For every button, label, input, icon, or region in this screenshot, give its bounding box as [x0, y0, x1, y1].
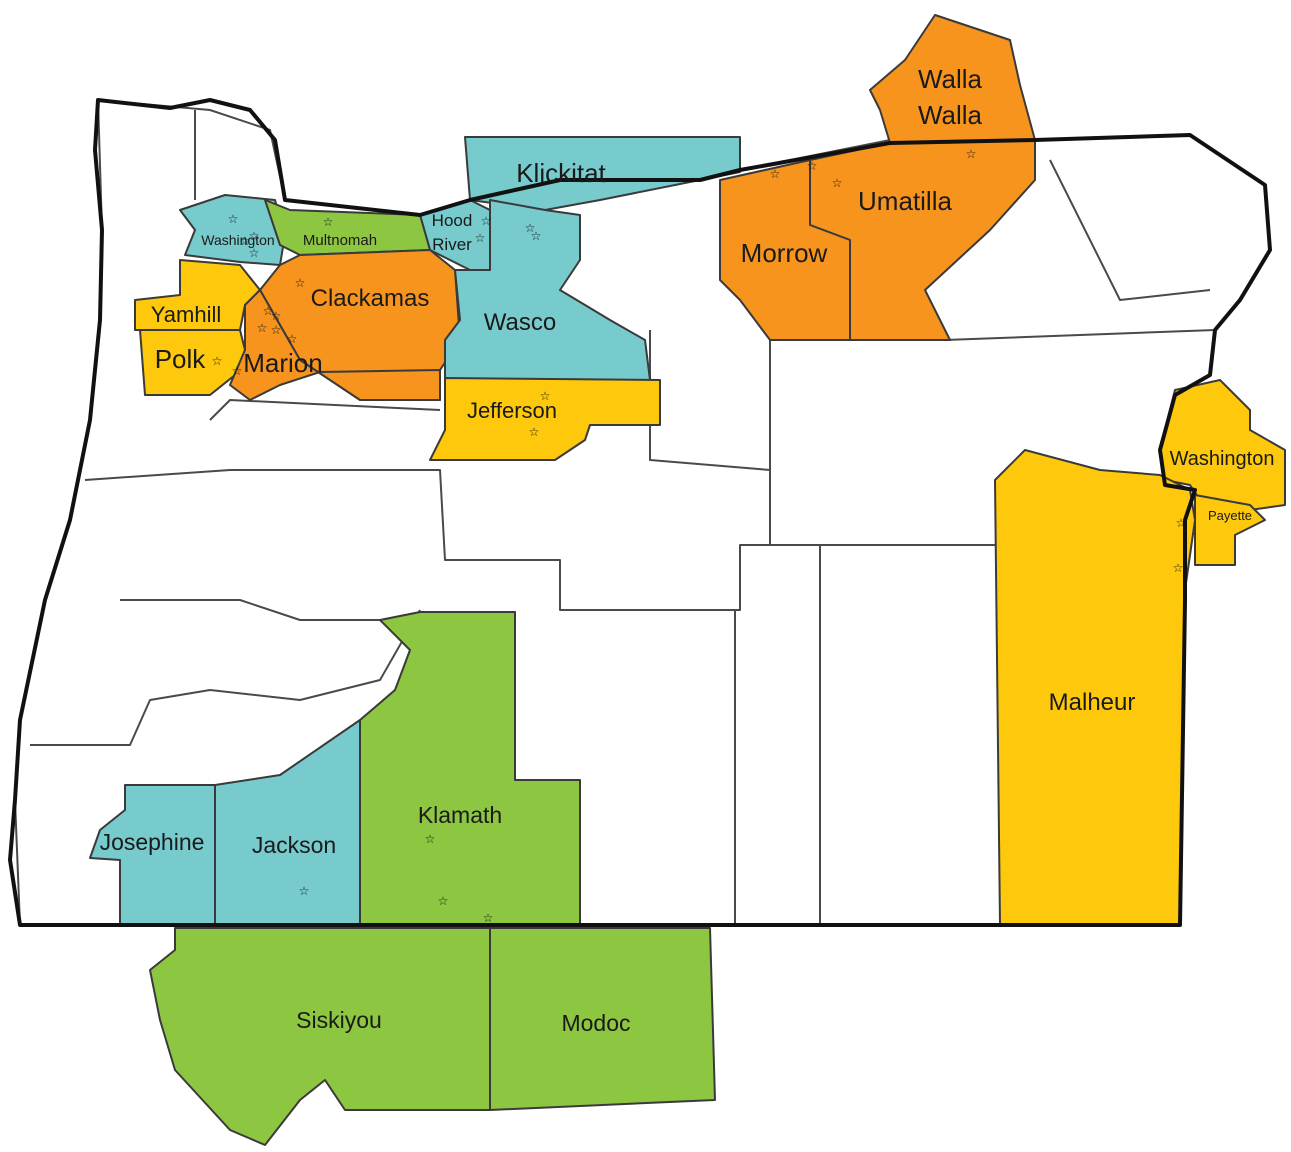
star-icon: ☆: [425, 832, 436, 846]
county-line-3: [944, 329, 1216, 341]
county-wasco[interactable]: [444, 199, 651, 381]
label-hood-river-1: Hood: [432, 211, 473, 230]
star-icon: ☆: [807, 159, 818, 173]
label-payette: Payette: [1208, 508, 1252, 523]
star-icon: ☆: [483, 911, 494, 925]
star-icon: ☆: [832, 176, 843, 190]
star-icon: ☆: [770, 167, 781, 181]
county-line-12: [209, 399, 441, 421]
county-modoc[interactable]: [489, 927, 716, 1111]
star-icon: ☆: [299, 884, 310, 898]
star-icon: ☆: [1173, 561, 1184, 575]
star-icon: ☆: [529, 425, 540, 439]
county-payette[interactable]: [1194, 494, 1266, 566]
markers: ☆ ☆ ☆ ☆ ☆ ☆ ☆ ☆ ☆ ☆ ☆ ☆ ☆ ☆ ☆ ☆ ☆ ☆ ☆ ☆ …: [212, 147, 1187, 925]
star-icon: ☆: [212, 354, 223, 368]
county-siskiyou[interactable]: [149, 927, 491, 1146]
label-multnomah: Multnomah: [303, 232, 377, 249]
county-klickitat[interactable]: [464, 136, 741, 211]
county-labels: Walla Walla Klickitat Umatilla Morrow Ho…: [100, 64, 1275, 1036]
label-yamhill: Yamhill: [151, 302, 222, 327]
star-icon: ☆: [540, 389, 551, 403]
county-line-8: [120, 599, 380, 621]
county-line-7: [30, 609, 421, 746]
star-icon: ☆: [257, 321, 268, 335]
label-josephine: Josephine: [100, 829, 205, 855]
star-icon: ☆: [438, 894, 449, 908]
label-malheur: Malheur: [1049, 689, 1136, 716]
label-hood-river-2: River: [432, 235, 472, 254]
label-siskiyou: Siskiyou: [296, 1007, 382, 1033]
county-morrow[interactable]: [719, 159, 851, 341]
county-line-1: [84, 469, 1000, 611]
star-icon: ☆: [295, 276, 306, 290]
star-icon: ☆: [271, 323, 282, 337]
star-icon: ☆: [263, 304, 274, 318]
star-icon: ☆: [323, 215, 334, 229]
star-icon: ☆: [475, 231, 486, 245]
star-icon: ☆: [249, 229, 260, 243]
county-malheur[interactable]: [994, 449, 1196, 926]
star-icon: ☆: [1176, 516, 1187, 530]
star-icon: ☆: [531, 229, 542, 243]
county-line-10: [1049, 159, 1211, 301]
star-icon: ☆: [228, 212, 239, 226]
star-icon: ☆: [481, 214, 492, 228]
label-washington-or: Washington: [201, 232, 274, 248]
label-klickitat: Klickitat: [516, 158, 606, 188]
colored-counties: [89, 14, 1286, 1146]
label-walla-walla-1: Walla: [918, 64, 983, 94]
label-polk: Polk: [155, 344, 207, 374]
label-walla-walla-2: Walla: [918, 100, 983, 130]
county-marion[interactable]: [229, 289, 441, 401]
county-jefferson[interactable]: [429, 377, 661, 461]
star-icon: ☆: [249, 246, 260, 260]
star-icon: ☆: [271, 309, 282, 323]
star-icon: ☆: [525, 221, 536, 235]
star-icon: ☆: [232, 364, 243, 378]
label-wasco: Wasco: [484, 309, 556, 336]
label-umatilla: Umatilla: [858, 186, 952, 216]
label-morrow: Morrow: [741, 238, 828, 268]
label-jackson: Jackson: [252, 832, 336, 858]
label-clackamas: Clackamas: [311, 285, 430, 312]
star-icon: ☆: [240, 234, 251, 248]
star-icon: ☆: [287, 332, 298, 346]
label-jefferson: Jefferson: [467, 398, 557, 423]
state-border: [8, 98, 1272, 927]
star-icon: ☆: [966, 147, 977, 161]
label-marion: Marion: [243, 348, 322, 378]
label-klamath: Klamath: [418, 802, 502, 828]
label-washington-id: Washington: [1170, 448, 1275, 470]
label-modoc: Modoc: [561, 1010, 630, 1036]
